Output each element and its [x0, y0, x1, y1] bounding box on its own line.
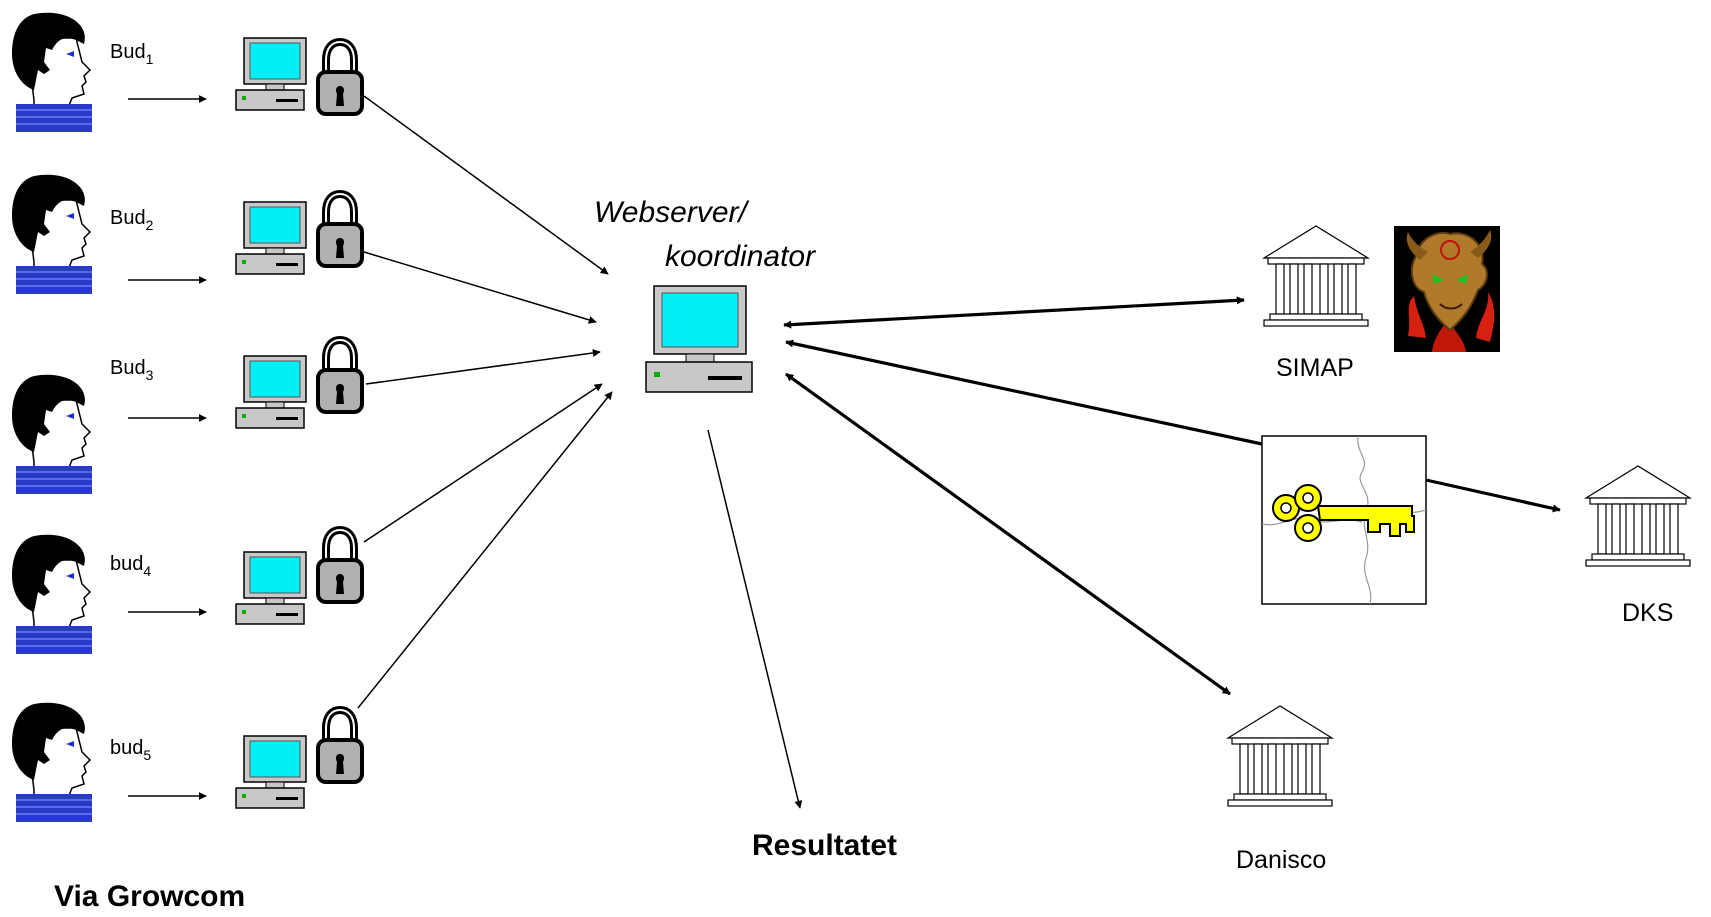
simap-label: SIMAP: [1276, 354, 1354, 382]
bid-arrow-1: [363, 95, 609, 275]
bid-label-1: Bud1: [110, 41, 154, 67]
bid-label-3: Bud3: [110, 357, 154, 383]
dks-link-arrow-end: [1425, 478, 1561, 513]
bid-arrow-2: [363, 251, 597, 324]
bidder-row-5: [11, 701, 362, 823]
bidder-row-4: [11, 530, 362, 655]
bid-label-5: bud5: [110, 737, 152, 763]
bid-label-4: bud4: [110, 553, 152, 579]
devil-image: [1394, 226, 1500, 352]
bid-arrow-5: [357, 391, 613, 709]
bidder-row-3: [11, 340, 362, 495]
result-label: Resultatet: [752, 829, 898, 862]
result-arrow: [707, 429, 803, 809]
footer-label: Via Growcom: [54, 880, 246, 913]
danisco-label: Danisco: [1236, 846, 1327, 874]
key-puzzle-icon: [1261, 435, 1427, 605]
coordinator-title-line2: koordinator: [665, 240, 816, 273]
bid-arrow-3: [365, 349, 601, 385]
simap-link-arrow: [783, 296, 1245, 329]
bid-arrow-4: [363, 383, 603, 543]
bidder-row-1: [11, 11, 362, 133]
bid-label-2: Bud2: [110, 207, 154, 233]
dks-label: DKS: [1622, 599, 1674, 627]
danisco-link-arrow: [785, 372, 1231, 696]
coordinator-title-line1: Webserver/: [594, 196, 747, 229]
bidder-row-2: [11, 173, 362, 295]
